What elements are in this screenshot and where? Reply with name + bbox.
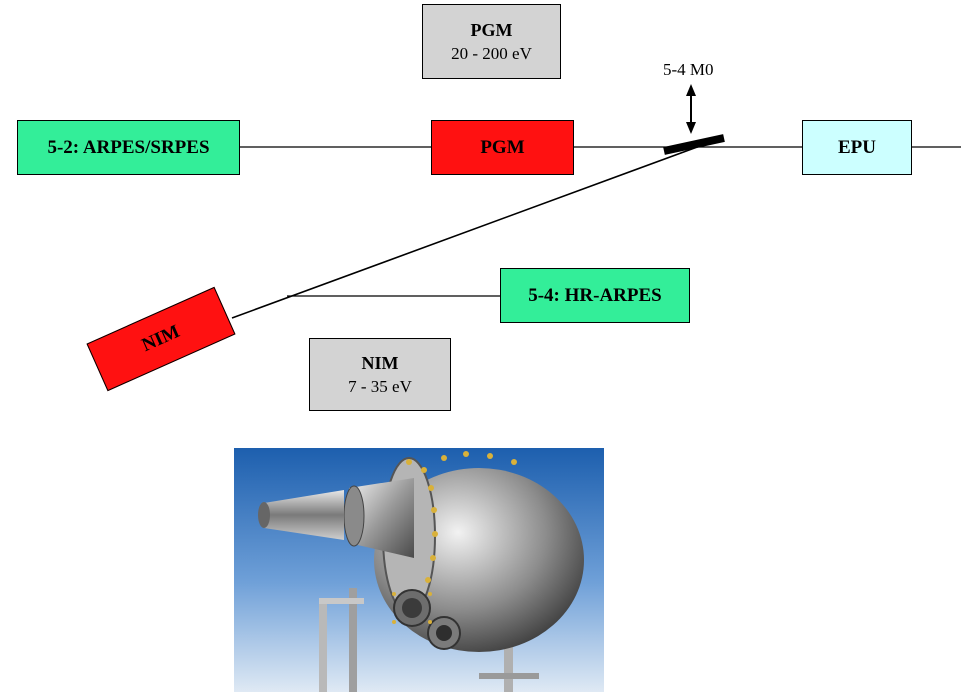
beamline-branch [231,145,701,319]
nim-info-box: NIM 7 - 35 eV [309,338,451,411]
spectrometer-photo [234,448,604,692]
nim-info-range: 7 - 35 eV [348,376,412,396]
pgm-info-range: 20 - 200 eV [451,43,532,63]
pgm-box: PGM [431,120,574,175]
arpes-srpes-box: 5-2: ARPES/SRPES [17,120,240,175]
mirror-label: 5-4 M0 [663,60,714,79]
nim-info-title: NIM [361,352,399,373]
epu-box: EPU [802,120,912,175]
pgm-info-box: PGM 20 - 200 eV [422,4,561,79]
hr-arpes-box: 5-4: HR-ARPES [500,268,690,323]
mirror-m0 [663,134,725,155]
pgm-info-title: PGM [470,19,513,40]
double-arrow-icon [686,84,696,134]
